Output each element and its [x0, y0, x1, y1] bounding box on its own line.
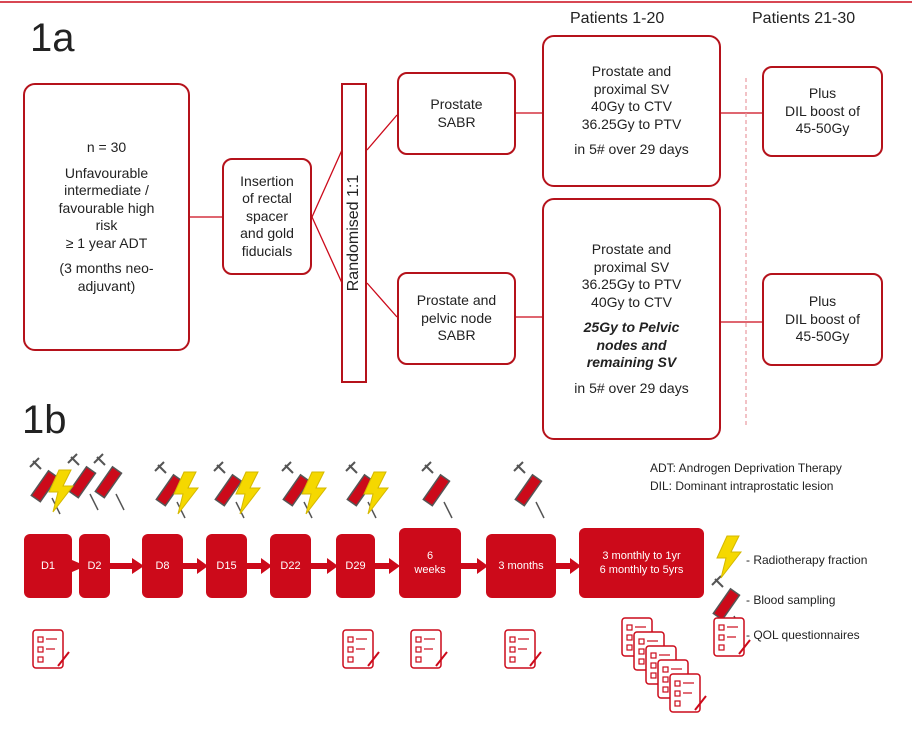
patients-line: adjuvant) [77, 277, 136, 294]
insertion-box: Insertion of rectal spacer and gold fidu… [222, 158, 312, 275]
legend-qol: - QOL questionnaires [746, 628, 860, 642]
dose-line: 36.25Gy to PTV [581, 276, 682, 292]
legend-radiotherapy: - Radiotherapy fraction [746, 553, 868, 567]
dose-line: proximal SV [593, 258, 670, 275]
arm1-boost-box: Plus DIL boost of 45-50Gy [762, 66, 883, 157]
abbreviation-adt: ADT: Androgen Deprivation Therapy [650, 461, 842, 475]
timeline-d8: D8 [142, 534, 183, 598]
dose-fractionation: in 5# over 29 days [574, 379, 689, 396]
column-header-patients-21-30: Patients 21-30 [752, 10, 856, 27]
dose-pelvic-line: nodes and [596, 336, 667, 353]
dose-line: proximal SV [593, 80, 670, 97]
arm2-boost-box: Plus DIL boost of 45-50Gy [762, 273, 883, 366]
arm-prostate-sabr: Prostate SABR [397, 72, 516, 155]
timeline-label: D2 [87, 559, 102, 572]
questionnaire-icon [713, 617, 751, 657]
timeline-label: D15 [216, 559, 237, 572]
arm2-dose-box: Prostate and proximal SV 36.25Gy to PTV … [542, 198, 721, 440]
patients-line: ≥ 1 year ADT [65, 234, 148, 251]
arm-name-line: SABR [437, 327, 476, 344]
legend-blood-sampling: - Blood sampling [746, 593, 836, 607]
insertion-line: Insertion [240, 172, 294, 189]
boost-line: 45-50Gy [795, 120, 850, 137]
timeline-3-months: 3 months [486, 534, 556, 598]
arm-name-line: Prostate and [416, 292, 497, 309]
timeline-label: D8 [155, 559, 170, 572]
boost-line: DIL boost of [785, 102, 860, 119]
boost-line: 45-50Gy [795, 328, 850, 345]
lightning-bolt-icon [716, 535, 742, 579]
questionnaire-icon [342, 629, 380, 669]
timeline-follow-up: 3 monthly to 1yr 6 monthly to 5yrs [579, 528, 704, 598]
arm-name-line: pelvic node [421, 309, 492, 326]
timeline-d1: D1 [24, 534, 72, 598]
syringe-icon [421, 461, 453, 519]
panel-b-label: 1b [22, 398, 67, 442]
timeline-label: 3 monthly to 1yr [602, 549, 681, 562]
arm1-dose-box: Prostate and proximal SV 40Gy to CTV 36.… [542, 35, 721, 187]
questionnaire-icon [410, 629, 448, 669]
arm-pelvic-node-sabr: Prostate and pelvic node SABR [397, 272, 516, 365]
dose-pelvic-line: 25Gy to Pelvic [583, 319, 680, 335]
insertion-line: of rectal [242, 190, 292, 207]
column-header-patients-1-20: Patients 1-20 [570, 10, 665, 27]
patients-line: (3 months neo- [59, 260, 154, 276]
questionnaire-icon [504, 629, 542, 669]
boost-line: Plus [808, 293, 837, 310]
dose-fractionation: in 5# over 29 days [574, 141, 689, 158]
timeline-label: 3 months [498, 559, 544, 572]
timeline-label: 6 monthly to 5yrs [599, 564, 684, 576]
patients-box: n = 30 Unfavourable intermediate / favou… [23, 83, 190, 351]
timeline-d2: D2 [79, 534, 110, 598]
timeline-label: D1 [40, 559, 56, 572]
boost-line: Plus [808, 85, 837, 102]
dose-line: 40Gy to CTV [591, 293, 672, 310]
timeline-d29: D29 [336, 534, 375, 598]
questionnaire-icon [32, 629, 70, 669]
patients-line: favourable high [58, 199, 155, 216]
abbreviation-dil: DIL: Dominant intraprostatic lesion [650, 479, 834, 493]
timeline-label: D22 [280, 559, 301, 572]
dose-line: 36.25Gy to PTV [581, 115, 682, 132]
patients-line: intermediate / [64, 182, 149, 198]
timeline-label: D29 [345, 559, 366, 572]
dose-pelvic-line: remaining SV [586, 354, 677, 370]
insertion-line: spacer [245, 207, 289, 224]
arm-name-line: SABR [437, 113, 476, 130]
syringe-icon [93, 453, 125, 511]
dose-line: Prostate and [591, 241, 672, 257]
panel-a-label: 1a [30, 16, 75, 60]
syringe-icon [513, 461, 545, 519]
timeline-d22: D22 [270, 534, 311, 598]
patients-count: n = 30 [86, 139, 127, 155]
timeline-6-weeks: 6 weeks [399, 528, 461, 598]
questionnaire-icon [669, 673, 707, 713]
dose-line: Prostate and [591, 63, 672, 80]
randomisation-box: Randomised 1:1 [341, 83, 367, 383]
insertion-line: and gold [240, 225, 294, 242]
boost-line: DIL boost of [785, 310, 860, 327]
patients-line: Unfavourable [64, 164, 149, 181]
dose-line: 40Gy to CTV [591, 98, 672, 115]
arm-name-line: Prostate [430, 96, 483, 112]
timeline-label: weeks [414, 564, 446, 576]
timeline-d15: D15 [206, 534, 247, 598]
timeline-label: 6 [426, 549, 434, 562]
patients-line: risk [95, 217, 118, 233]
randomised-label: Randomised 1:1 [345, 174, 362, 292]
insertion-line: fiducials [241, 242, 293, 259]
